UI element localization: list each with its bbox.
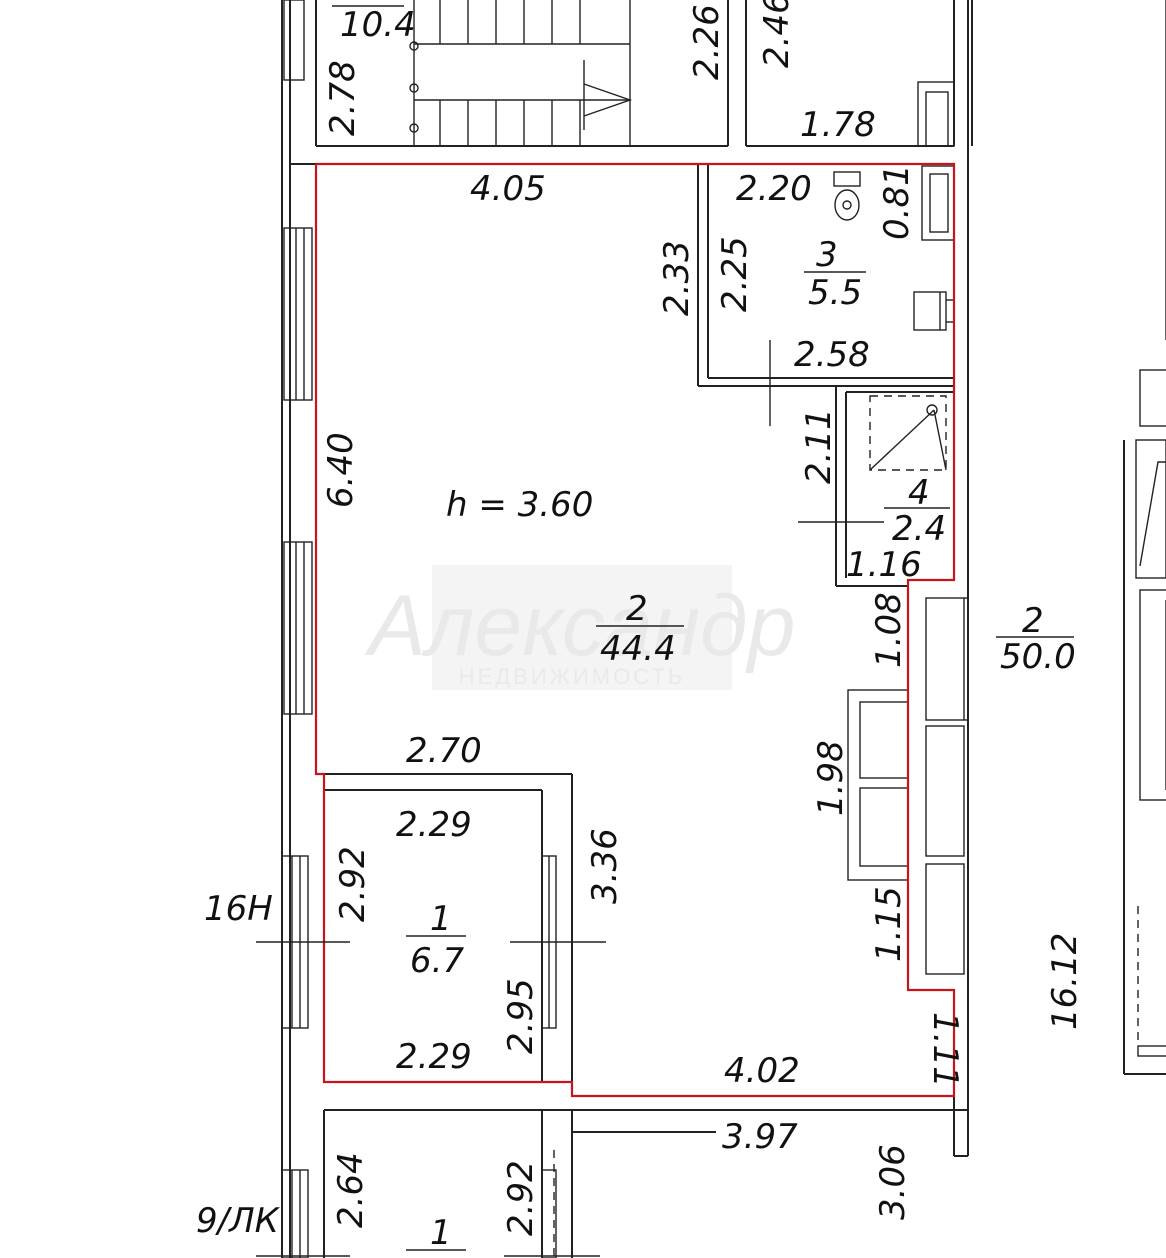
dim-bottom-left: 2.64 — [331, 1152, 371, 1228]
dim-wc-top: 2.20 — [736, 169, 812, 209]
dim-outer-right: 16.12 — [1045, 933, 1085, 1030]
dim-right-a: 1.08 — [869, 592, 909, 668]
room-label-1-bottom: 1 — [406, 1213, 466, 1253]
dim-shower-side: 2.11 — [799, 408, 839, 484]
room-label-4: 4 2.4 — [884, 473, 950, 549]
dim-main-top: 4.05 — [470, 169, 546, 209]
dim-room1-right-inner: 2.95 — [501, 978, 541, 1054]
dim-bottom-a: 3.97 — [722, 1117, 798, 1157]
svg-text:10.4: 10.4 — [340, 5, 416, 45]
dim-main-left: 6.40 — [321, 432, 361, 508]
toilet-icon — [833, 171, 861, 221]
room-label-3: 3 5.5 — [804, 235, 866, 313]
dimensions-horizontal: 4.05 2.20 2.58 1.78 1.16 2.70 2.29 2.29 … — [196, 105, 922, 1241]
dim-right-c: 1.15 — [869, 886, 909, 962]
axis-label-a: 16Н — [204, 889, 273, 929]
dim-bottom-mid: 2.92 — [501, 1160, 541, 1236]
svg-text:50.0: 50.0 — [1000, 637, 1076, 677]
dim-top-mid: 2.26 — [687, 4, 727, 80]
svg-text:2.4: 2.4 — [892, 509, 946, 549]
watermark-name: Александр — [364, 578, 796, 674]
svg-text:3: 3 — [816, 235, 838, 275]
room-label-1: 1 6.7 — [406, 899, 466, 981]
height-label: h = 3.60 — [446, 485, 593, 525]
dim-main-partition: 2.33 — [657, 240, 697, 316]
dim-right-d: 1.11 — [925, 1012, 965, 1088]
dim-bottom-b: 3.06 — [873, 1144, 913, 1220]
axis-label-b: 9/ЛК — [196, 1201, 281, 1241]
dim-right-b: 1.98 — [811, 740, 851, 816]
dim-shower-bottom: 1.16 — [846, 545, 922, 585]
svg-text:2: 2 — [1022, 601, 1044, 641]
shower-tray-icon — [869, 395, 947, 471]
bathtub-top — [917, 81, 955, 147]
svg-text:1: 1 — [430, 899, 452, 939]
room-label-2-main: 2 44.4 — [596, 589, 684, 669]
svg-text:1: 1 — [430, 1213, 452, 1253]
watermark: Александр НЕДВИЖИМОСТЬ — [364, 565, 796, 690]
svg-text:5.5: 5.5 — [808, 273, 862, 313]
svg-text:6.7: 6.7 — [410, 941, 464, 981]
fixtures — [833, 165, 969, 975]
apartment-outline — [314, 162, 956, 1098]
dimensions-vertical: 2.78 2.26 2.46 0.81 2.33 2.25 2.11 6.40 … — [321, 0, 1085, 1236]
dim-room1-left: 2.92 — [333, 846, 373, 922]
dim-room1-top-outer: 2.70 — [406, 731, 482, 771]
exterior-wall-left — [281, 0, 313, 1258]
staircase — [409, 0, 633, 146]
dim-top-right-b: 1.78 — [800, 105, 876, 145]
watermark-sub: НЕДВИЖИМОСТЬ — [459, 664, 686, 689]
dim-main-bottom: 4.02 — [724, 1051, 800, 1091]
dim-room1-top: 2.29 — [396, 805, 472, 845]
sink-icon — [913, 291, 954, 331]
bathtub-wc — [921, 165, 955, 241]
top-rooms — [315, 0, 973, 147]
svg-text:44.4: 44.4 — [600, 629, 676, 669]
svg-text:4: 4 — [908, 473, 930, 513]
dim-top-left-a: 2.78 — [323, 60, 363, 136]
svg-text:2: 2 — [626, 589, 648, 629]
dim-top-right-a: 2.46 — [757, 0, 797, 68]
dim-wc-bottom: 2.58 — [794, 335, 870, 375]
dim-wc-side: 0.81 — [877, 164, 917, 240]
right-neighbour — [1123, 0, 1166, 1075]
dim-room1-right: 3.36 — [585, 828, 625, 904]
dim-room1-bottom: 2.29 — [396, 1037, 472, 1077]
room-labels: 10.4 3 5.5 4 2.4 2 44.4 2 50.0 1 6.7 1 — [332, 5, 1076, 1253]
room-label-top-left: 10.4 — [332, 5, 416, 45]
room-label-2-right: 2 50.0 — [996, 601, 1076, 677]
kitchen-counter — [847, 597, 969, 975]
axis-ticks — [256, 340, 884, 1257]
dim-wc-left: 2.25 — [715, 236, 755, 312]
